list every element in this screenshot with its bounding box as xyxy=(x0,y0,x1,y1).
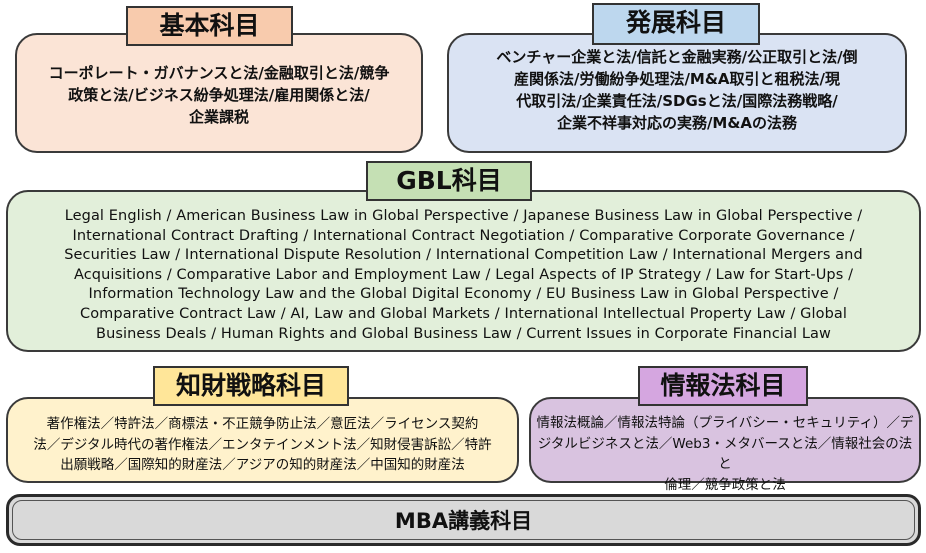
gbl-line: Comparative Contract Law / AI, Law and G… xyxy=(79,305,847,322)
basic-line: コーポレート・ガバナンスと法/金融取引と法/競争 xyxy=(48,64,390,82)
development-line: 企業不祥事対応の実務/M&Aの法務 xyxy=(556,114,798,132)
development-line: 代取引法/企業責任法/SDGsと法/国際法務戦略/ xyxy=(516,92,838,110)
ip-strategy-courses-list: 著作権法／特許法／商標法・不正競争防止法／意匠法／ライセンス契約 法／デジタル時… xyxy=(12,414,513,476)
gbl-courses-title: GBL科目 xyxy=(366,161,532,201)
gbl-line: Acquisitions / Comparative Labor and Emp… xyxy=(73,266,854,283)
gbl-line: Information Technology Law and the Globa… xyxy=(88,286,839,303)
basic-courses-title: 基本科目 xyxy=(126,6,293,46)
basic-line: 政策と法/ビジネス紛争処理法/雇用関係と法/ xyxy=(68,86,370,104)
info-line: 情報法概論／情報法特論（プライバシー・セキュリティ）／デ xyxy=(536,415,914,431)
development-line: ベンチャー企業と法/信託と金融実務/公正取引と法/倒 xyxy=(496,48,858,66)
information-law-courses-panel xyxy=(529,397,921,483)
ip-line: 法／デジタル時代の著作権法／エンタテインメント法／知財侵害訴訟／特許 xyxy=(33,436,492,453)
information-law-courses-title: 情報法科目 xyxy=(638,366,808,406)
gbl-courses-panel xyxy=(6,190,921,352)
mba-courses-panel xyxy=(6,494,921,546)
gbl-line: International Contract Drafting / Intern… xyxy=(72,227,855,244)
gbl-line: Securities Law / International Dispute R… xyxy=(64,247,863,264)
ip-strategy-courses-panel xyxy=(6,397,519,483)
basic-courses-list: コーポレート・ガバナンスと法/金融取引と法/競争 政策と法/ビジネス紛争処理法/… xyxy=(22,62,416,128)
ip-strategy-courses-title: 知財戦略科目 xyxy=(153,366,349,406)
gbl-line: Legal English / American Business Law in… xyxy=(64,208,863,224)
gbl-courses-list: Legal English / American Business Law in… xyxy=(16,207,911,344)
development-courses-panel xyxy=(447,33,907,153)
information-law-courses-list: 情報法概論／情報法特論（プライバシー・セキュリティ）／デ ジタルビジネスと法／W… xyxy=(536,413,914,495)
development-line: 産関係法/労働紛争処理法/M&A取引と租税法/現 xyxy=(513,70,841,88)
basic-line: 企業課税 xyxy=(188,108,249,126)
mba-courses-title: MBA講義科目 xyxy=(394,509,533,533)
gbl-line: Business Deals / Human Rights and Global… xyxy=(96,325,831,342)
info-line: ジタルビジネスと法／Web3・メタバースと法／情報社会の法と xyxy=(537,435,913,473)
development-courses-title: 発展科目 xyxy=(592,3,760,45)
info-line: 倫理／競争政策と法 xyxy=(664,476,786,493)
ip-line: 出願戦略／国際知的財産法／アジアの知的財産法／中国知的財産法 xyxy=(60,457,465,473)
development-courses-list: ベンチャー企業と法/信託と金融実務/公正取引と法/倒 産関係法/労働紛争処理法/… xyxy=(455,46,899,134)
ip-line: 著作権法／特許法／商標法・不正競争防止法／意匠法／ライセンス契約 xyxy=(46,416,479,432)
mba-inner-border xyxy=(12,500,915,540)
